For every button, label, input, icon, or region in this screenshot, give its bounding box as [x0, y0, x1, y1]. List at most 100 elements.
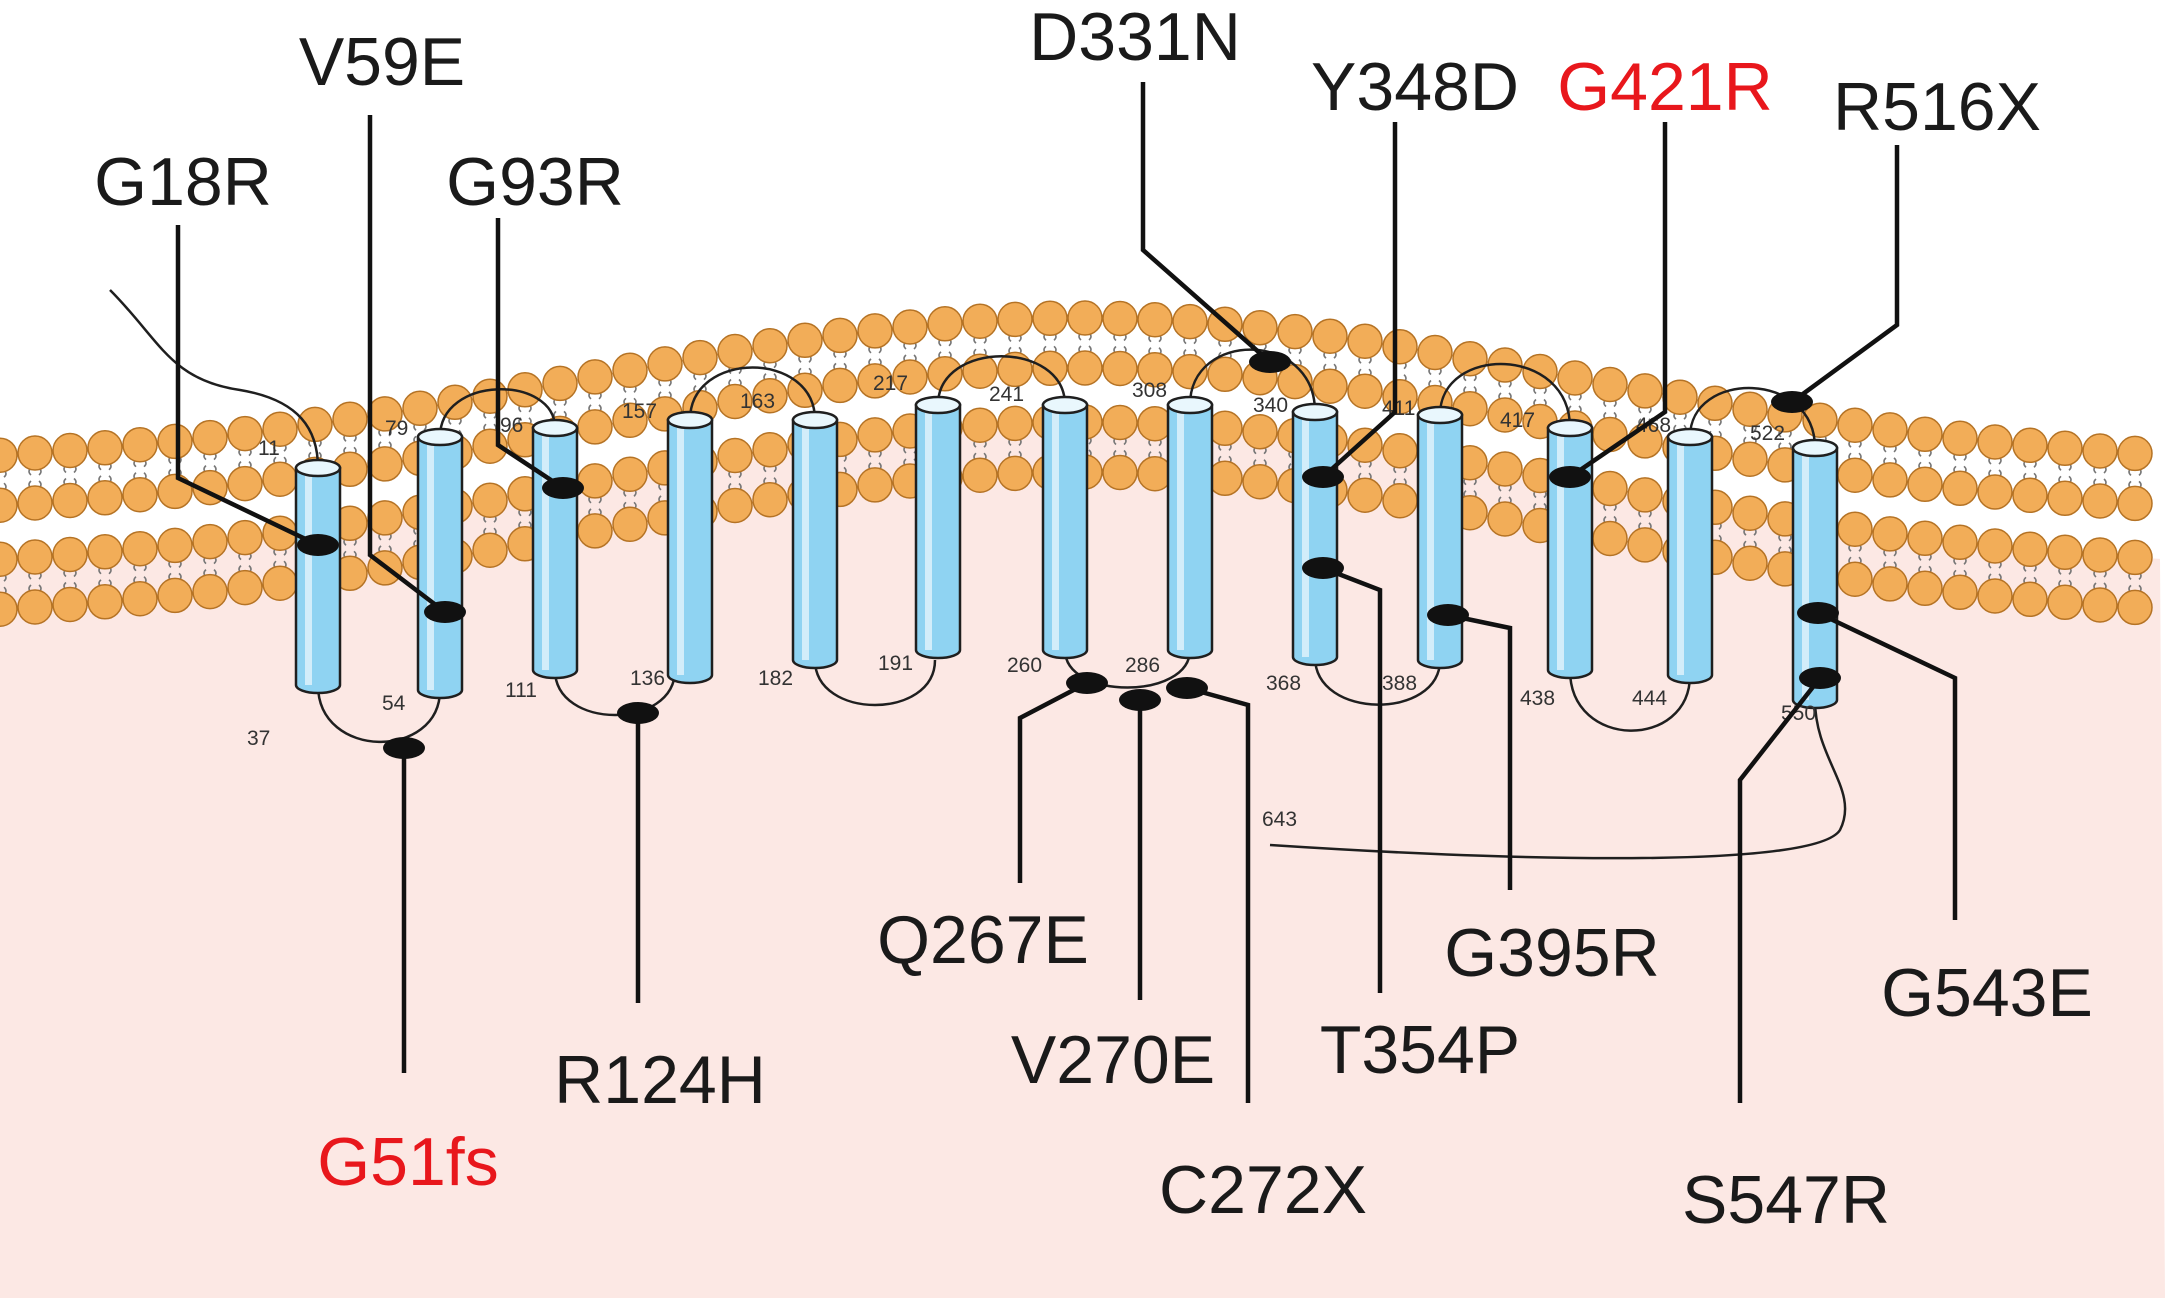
lipid-head: [1347, 323, 1383, 359]
lipid-head: [17, 539, 53, 575]
lipid-head: [2082, 537, 2118, 573]
helix-cap: [1546, 418, 1594, 438]
mutation-site-marker: [617, 702, 659, 724]
lipid-head: [1592, 366, 1628, 403]
lipid-head: [577, 463, 613, 499]
mutation-leader: [1140, 82, 1272, 364]
mutation-site-marker: [1799, 667, 1841, 689]
lipid-head: [122, 580, 158, 617]
mutation-label-y348d: Y348D: [1311, 49, 1519, 125]
lipid-head: [367, 500, 403, 536]
lipid-head: [1837, 407, 1873, 443]
lipid-head: [1207, 356, 1243, 393]
lipid-head: [192, 523, 228, 560]
helix-cap: [416, 427, 464, 447]
lipid-head: [1347, 477, 1383, 513]
loop-468-522: [1688, 386, 1817, 449]
mutation-leaders: [175, 82, 1958, 1103]
mutation-site-marker: [424, 601, 466, 623]
residue-number: 157: [622, 400, 657, 423]
n-terminus-loop: [109, 289, 320, 469]
lipid-head: [717, 437, 753, 474]
loop-217-241: [936, 355, 1067, 406]
loop-182-191: [813, 659, 937, 707]
lipid-head: [1627, 373, 1663, 409]
mutation-label-d331n: D331N: [1029, 0, 1241, 75]
residue-number: 260: [1007, 654, 1042, 677]
lipid-head: [997, 455, 1033, 492]
lipid-head: [1312, 368, 1348, 404]
helix-highlight: [802, 424, 809, 660]
loop-157-163: [688, 366, 817, 421]
helix-body: [416, 435, 464, 700]
mutation-site-marker: [1302, 466, 1344, 488]
lipid-head: [752, 377, 788, 414]
transmembrane-helix: [1546, 418, 1594, 680]
loop-37-54: [316, 684, 442, 744]
mutation-label-g421r: G421R: [1557, 49, 1772, 125]
lipid-head: [332, 401, 368, 438]
lipid-head: [577, 359, 613, 395]
lipid-head: [1417, 334, 1453, 371]
lipid-head: [52, 432, 88, 469]
lipid-head: [52, 482, 88, 519]
lipid-head: [577, 409, 613, 445]
mutation-leader: [495, 218, 565, 490]
lipid-head: [1032, 300, 1068, 337]
lipid-head: [472, 482, 508, 518]
lipid-head: [962, 457, 998, 493]
lipid-head: [0, 487, 18, 523]
lipid-head: [227, 465, 263, 502]
helix-cap: [1291, 402, 1339, 422]
helix-cap: [531, 418, 579, 438]
lipid-head: [1872, 412, 1908, 448]
lipid-head: [1242, 413, 1278, 450]
residue-number: 388: [1382, 672, 1417, 695]
lipid-head: [2012, 427, 2048, 464]
lipid-head: [122, 426, 158, 463]
lipid-head: [1172, 353, 1208, 390]
lipid-head: [0, 541, 18, 577]
helix-highlight: [542, 432, 549, 670]
residue-number: 643: [1262, 808, 1297, 831]
loop-111-136: [553, 669, 677, 717]
lipid-head: [227, 569, 263, 606]
lipid-head: [472, 378, 508, 414]
lipid-head: [1592, 520, 1628, 557]
mutation-site-marker: [1066, 672, 1108, 694]
lipid-head: [1872, 462, 1908, 498]
residue-number: 308: [1132, 379, 1167, 402]
lipid-head: [1102, 300, 1138, 337]
residue-number: 286: [1125, 654, 1160, 677]
mutation-leader: [1568, 122, 1668, 479]
helix-highlight: [1677, 441, 1684, 675]
lipid-head: [612, 456, 648, 493]
residue-number: 368: [1266, 672, 1301, 695]
lipid-head: [1312, 318, 1348, 354]
mutation-labels: G18R V59E G93R D331N Y348D G421R R516X G…: [94, 0, 2093, 1238]
lipid-head: [192, 573, 228, 610]
lipid-head: [17, 435, 53, 471]
mutation-label-r516x: R516X: [1833, 69, 2041, 145]
mutation-leader: [1737, 676, 1822, 1103]
lipid-head: [2117, 589, 2153, 626]
lipid-head: [1697, 385, 1733, 422]
lipid-head: [1872, 566, 1908, 602]
helix-highlight: [1557, 432, 1564, 670]
lipid-head: [857, 313, 893, 349]
lipid-head: [157, 423, 193, 460]
mutation-leader: [1790, 145, 1900, 404]
lipid-head: [1557, 360, 1593, 396]
mutation-label-g51fs: G51fs: [317, 1124, 498, 1200]
residue-number: 468: [1636, 414, 1671, 437]
lipid-head: [2082, 433, 2118, 469]
helix-highlight: [1177, 409, 1184, 650]
helix-body: [1416, 413, 1464, 670]
lipid-head: [822, 367, 858, 404]
mutation-leader: [1447, 612, 1513, 890]
lipid-head: [752, 327, 788, 364]
lipid-head: [262, 411, 298, 447]
lipid-head: [1382, 328, 1418, 365]
lipid-head: [892, 359, 928, 395]
mutation-label-g93r: G93R: [446, 144, 624, 220]
